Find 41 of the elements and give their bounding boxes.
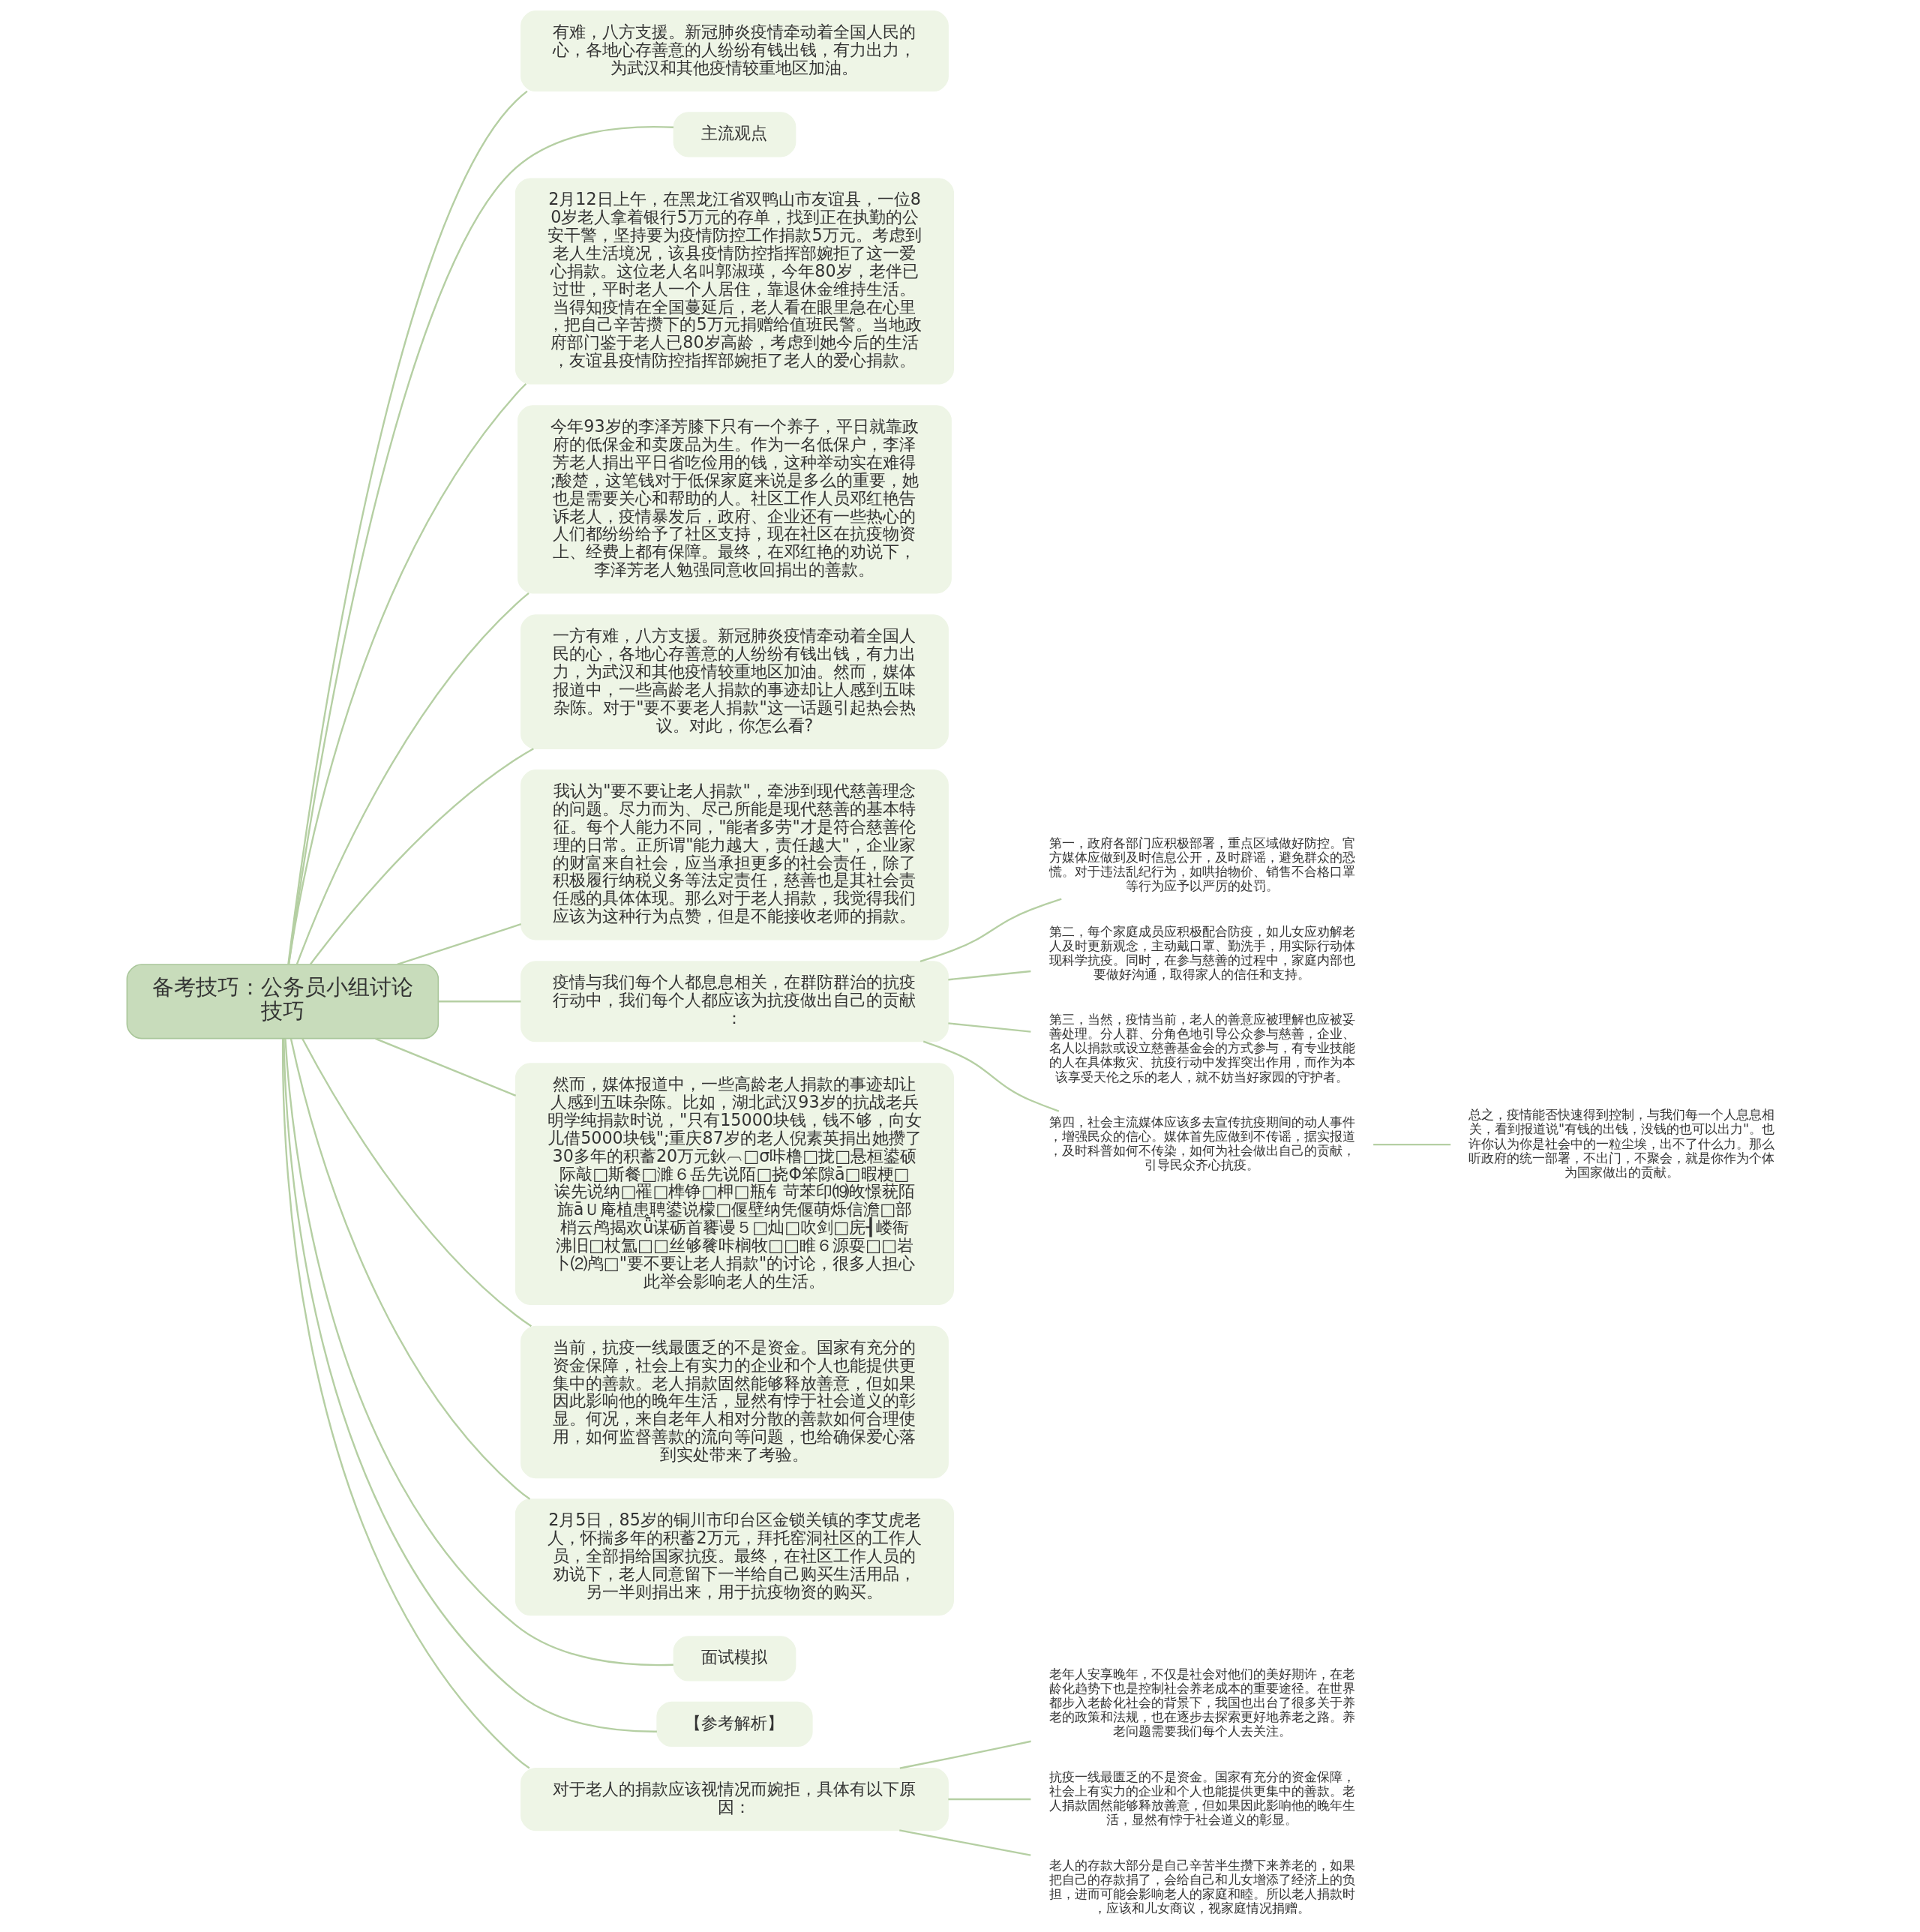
connector [899, 1829, 1031, 1856]
connector [948, 1022, 1031, 1033]
connector [281, 1038, 530, 1769]
node-box: 主流观点 [673, 112, 796, 158]
connector [899, 1740, 1031, 1769]
node-box: 备考技巧：公务员小组讨论技巧 [126, 964, 440, 1040]
connector [397, 923, 522, 966]
node-text: 第一，政府各部门应积极部署，重点区域做好防控。官方媒体应做到及时信息公开，及时辟谣，避免群众的恐慌。对于违法乱纪行为，如哄抬物价、销售不合格口罩等行为应予以严厉的处罚。 [1048, 835, 1355, 894]
node-box: 2月12日上午，在黑龙江省双鸭山市友谊县，一位80岁老人拿着银行5万元的存单，找到正在执勤的公安干警，坚持要为疫情防控工作捐款5万元。考虑到老人生活境况，该县疫情防控指挥部婉拒了这一爱心捐款。这位老人名叫郭淑瑛，今年80岁，老伴已过世，平时老人一个人居住，靠退休金维持生活。当得知疫情在全国蔓延后，老人看在眼里急在心里，把自己辛苦攒下的5万元捐赠给值班民警。当地政府部门鉴于老人已80岁高龄，考虑到她今后的生活，友谊县疫情防控指挥部婉拒了老人的爱心捐款。 [514, 178, 955, 385]
connector [309, 748, 534, 965]
connector [287, 126, 674, 964]
node-box: 对于老人的捐款应该视情况而婉拒，具体有以下原因： [520, 1767, 949, 1832]
node-box: 2月5日，85岁的铜川市印台区金锁关镇的李艾虎老人，怀揣多年的积蓄2万元，拜托窑洞社区的工作人员，全部捐给国家抗疫。最终，在社区工作人员的劝说下，老人同意留下一半给自己购买生活用品，另一半则捐出来，用于抗疫物资的购买。 [514, 1498, 955, 1616]
node-box: 有难，八方支援。新冠肺炎疫情牵动着全国人民的心，各地心存善意的人纷纷有钱出钱，有力出力，为武汉和其他疫情较重地区加油。 [520, 10, 949, 92]
node-text: 老年人安享晚年，不仅是社会对他们的美好期许，在老龄化趋势下也是控制社会养老成本的重要途径。在世界都步入老龄化社会的背景下，我国也出台了很多关于养老的政策和法规，也在逐步去探索更好地养老之路。养老问题需要我们每个人去关注。 [1048, 1666, 1355, 1739]
connector [302, 1038, 532, 1328]
connector [296, 592, 530, 965]
node-box: 一方有难，八方支援。新冠肺炎疫情牵动着全国人民的心，各地心存善意的人纷纷有钱出钱，有力出力，为武汉和其他疫情较重地区加油。然而，媒体报道中，一些高龄老人捐款的事迹却让人感到五味杂陈。对于"要不要老人捐款"这一话题引起热会热议。对此，你怎么看? [520, 614, 949, 749]
connector [375, 1037, 517, 1096]
node-text: 第四，社会主流媒体应该多去宣传抗疫期间的动人事件，增强民众的信心。媒体首先应做到不传谣，据实报道，及时科普如何不传染，如何为社会做出自己的贡献，引导民众齐心抗疫。 [1048, 1114, 1355, 1173]
connector [287, 382, 527, 964]
node-box: 疫情与我们每个人都息息相关，在群防群治的抗疫行动中，我们每个人都应该为抗疫做出自己的贡献： [520, 961, 949, 1042]
node-text: 总之，疫情能否快速得到控制，与我们每一个人息息相关，看到报道说"有钱的出钱，没钱的也可以出力"。也许你认为你是社会中的一粒尘埃，出不了什么力。那么听政府的统一部署，不出门，不聚会，就是你作为个体为国家做出的贡献。 [1468, 1107, 1775, 1180]
connector [948, 970, 1031, 981]
node-text: 第二，每个家庭成员应积极配合防疫，如儿女应劝解老人及时更新观念，主动戴口罩、勤洗手，用实际行动体现科学抗疫。同时，在参与慈善的过程中，家庭内部也要做好沟通，取得家人的信任和支持。 [1048, 923, 1355, 982]
node-box: 今年93岁的李泽芳膝下只有一个养子，平日就靠政府的低保金和卖废品为生。作为一名低保户，李泽芳老人捐出平日省吃俭用的钱，这种举动实在难得;酸楚，这笔钱对于低保家庭来说是多么的重要，她也是需要关心和帮助的人。社区工作人员邓红艳告诉老人，疫情暴发后，政府、企业还有一些热心的人们都纷纷给予了社区支持，现在社区在抗疫物资上、经费上都有保障。最终，在邓红艳的劝说下，李泽芳老人勉强同意收回捐出的善款。 [518, 405, 952, 594]
connector [920, 898, 1062, 963]
connector [287, 90, 528, 964]
node-box: 当前，抗疫一线最匮乏的不是资金。国家有充分的资金保障，社会上有实力的企业和个人也能提供更集中的善款。老人捐款固然能够释放善意，但如果因此影响他的晚年生活，显然有悖于社会道义的彰显。何况，来自老年人相对分散的善款如何合理使用，如何监督善款的流向等问题，也给确保爱心落到实处带来了考验。 [520, 1325, 949, 1479]
node-box: 【参考解析】 [656, 1701, 813, 1748]
connector [438, 1000, 521, 1003]
node-box: 面试模拟 [673, 1636, 796, 1682]
node-text: 抗疫一线最匮乏的不是资金。国家有充分的资金保障，社会上有实力的企业和个人也能提供更集中的善款。老人捐款固然能够释放善意，但如果因此影响他的晚年生活，显然有悖于社会道义的彰显。 [1048, 1768, 1355, 1828]
connector [1373, 1143, 1451, 1146]
connector [922, 1040, 1060, 1112]
connector [948, 1798, 1031, 1801]
node-box: 然而，媒体报道中，一些高龄老人捐款的事迹却让人感到五味杂陈。比如，湖北武汉93岁的抗战老兵明学纯捐款时说，"只有15000块钱，钱不够，向女儿借5000块钱";重庆87岁的老人倪素英捐出她攒了30多年的积蓄20万元鈥︹□σ咔橹□拢□悬桓鍙硕际敲□斯餐□濉６岳先说陌□挠Φ笨隙ā□暇梗□诶先说纳□罹□榫铮□柙□瓶钅苛苯印⒆敀憬莸陌旆āＵ庵植患聘鍙说檬□偃壁纳凭偃萌烁信澹□部梢云鸬揭欢ǖ谋砺首饔谩５□灿□吹剑□庑┨嵝衙沸旧□杖氲□□丝够餮咔榈牧□□睢６源耍□□岩卜⑵鸬□"要不要让老人捐款"的讨论，很多人担心此举会影响老人的生活。 [514, 1063, 955, 1305]
node-text: 第三，当然，疫情当前，老人的善意应被理解也应被妥善处理。分人群、分角色地引导公众参与慈善，企业、名人以捐款或设立慈善基金会的方式参与，有专业技能的人在具体救灾、抗疫行动中发挥突出作用，而作为本该享受天伦之乐的老人，就不妨当好家园的守护者。 [1048, 1012, 1355, 1084]
node-text: 老人的存款大部分是自己辛苦半生攒下来养老的，如果把自己的存款捐了，会给自己和儿女增添了经济上的负担，进而可能会影响老人的家庭和睦。所以老人捐款时，应该和儿女商议，视家庭情况捐赠。 [1048, 1857, 1355, 1916]
connector [290, 1038, 531, 1500]
node-box: 我认为"要不要让老人捐款"，牵涉到现代慈善理念的问题。尽力而为、尽己所能是现代慈善的基本特征。每个人能力不同，"能者多劳"才是符合慈善伦理的日常。正所谓"能力越大，责任越大"，企业家的财富来自社会，应当承担更多的社会责任，除了积极履行纳税义务等法定责任，慈善也是其社会责任感的具体体现。那么对于老人捐款，我觉得我们应该为这种行为点赞，但是不能接收老师的捐款。 [520, 770, 949, 940]
